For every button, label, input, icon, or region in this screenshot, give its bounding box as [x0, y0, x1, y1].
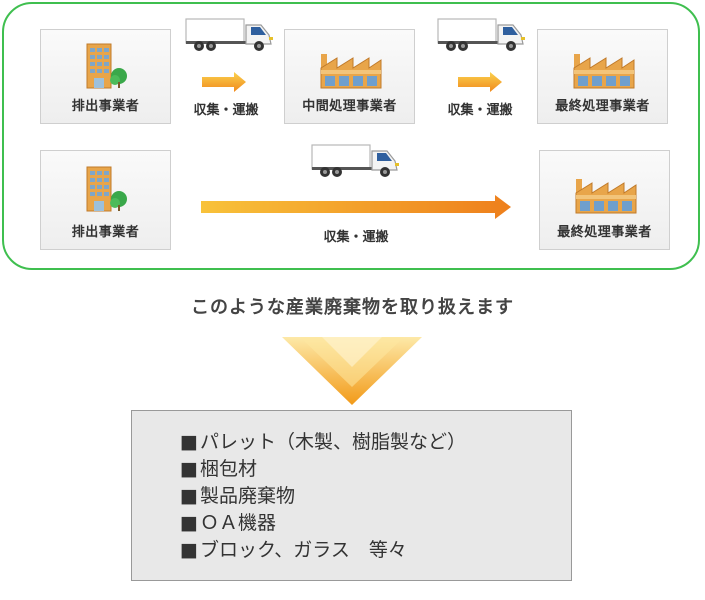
intermediate-processor-card: 中間処理事業者 [284, 29, 415, 124]
list-item: パレット（木製、樹脂製など） [180, 429, 571, 456]
list-item: 梱包材 [180, 456, 571, 483]
intermediate-processor-label: 中間処理事業者 [302, 99, 397, 114]
page-headline: このような産業廃棄物を取り扱えます [191, 297, 514, 318]
truck-icon [437, 17, 527, 53]
waste-types-box: パレット（木製、樹脂製など） 梱包材 製品廃棄物 ＯＡ機器 ブロック、ガラス 等… [131, 410, 572, 581]
list-item: 製品廃棄物 [180, 483, 571, 510]
flow-arrow-right [202, 72, 246, 92]
final-processor-label: 最終処理事業者 [557, 225, 652, 240]
list-item: ＯＡ機器 [180, 510, 571, 537]
factory-icon [574, 175, 638, 215]
emitter-card: 排出事業者 [40, 29, 171, 124]
transport-label: 収集・運搬 [447, 103, 513, 118]
truck-icon [185, 17, 275, 53]
truck-icon [311, 143, 401, 179]
factory-icon [319, 50, 383, 90]
waste-types-list: パレット（木製、樹脂製など） 梱包材 製品廃棄物 ＯＡ機器 ブロック、ガラス 等… [132, 411, 571, 564]
long-flow-arrow-right [201, 195, 511, 219]
transport-label: 収集・運搬 [323, 230, 389, 245]
list-item: ブロック、ガラス 等々 [180, 537, 571, 564]
factory-icon [572, 50, 636, 90]
final-processor-card: 最終処理事業者 [539, 150, 670, 250]
transport-label: 収集・運搬 [193, 103, 259, 118]
final-processor-label: 最終処理事業者 [555, 99, 650, 114]
chevron-down-icon [282, 337, 422, 405]
flow-arrow-right [458, 72, 502, 92]
emitter-label: 排出事業者 [71, 225, 140, 240]
final-processor-card: 最終処理事業者 [537, 29, 668, 124]
emitter-card: 排出事業者 [40, 150, 171, 250]
office-building-icon [85, 165, 129, 213]
office-building-icon [85, 42, 129, 90]
emitter-label: 排出事業者 [71, 99, 140, 114]
